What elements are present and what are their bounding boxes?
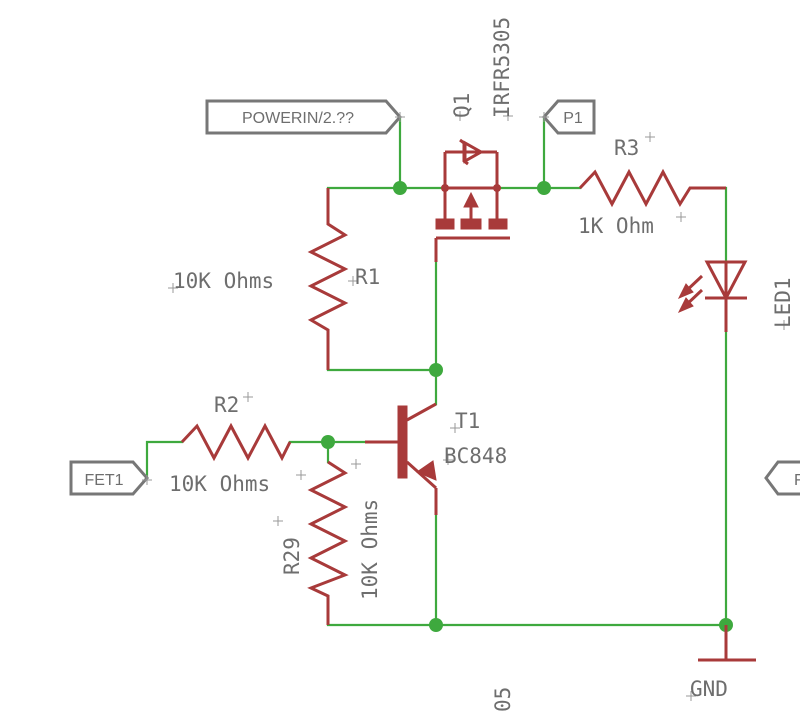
- flag-p1-label: P1: [563, 110, 583, 127]
- junction-base: [321, 435, 335, 449]
- ground-symbol: [698, 625, 756, 662]
- junction-collector: [429, 363, 443, 377]
- gnd-label: GND: [690, 677, 728, 701]
- mosfet-q1[interactable]: [434, 138, 510, 262]
- origin-markers: [142, 111, 789, 701]
- r1-name: R1: [355, 265, 380, 289]
- r3-value: 1K Ohm: [578, 214, 654, 238]
- resistor-r1[interactable]: [307, 188, 349, 370]
- r29-value: 10K Ohms: [358, 499, 382, 600]
- transistor-t1[interactable]: [365, 402, 438, 515]
- junctions: [321, 181, 733, 632]
- flag-powerin[interactable]: POWERIN/2.??: [205, 99, 402, 135]
- resistor-r29[interactable]: [307, 460, 349, 625]
- flag-powerin-label: POWERIN/2.??: [242, 110, 354, 127]
- q1-name: Q1: [450, 93, 474, 118]
- junction-powerin: [393, 181, 407, 195]
- junction-p1: [537, 181, 551, 195]
- r29-name: R29: [280, 537, 304, 575]
- labels: Q1 IRFR5305 R3 1K Ohm 10K Ohms R1 R2 10K…: [169, 17, 795, 711]
- resistor-r2[interactable]: [180, 422, 292, 462]
- r3-name: R3: [614, 136, 639, 160]
- r1-value: 10K Ohms: [173, 269, 274, 293]
- led-led1[interactable]: [677, 260, 748, 332]
- led1-name: LED1: [771, 277, 795, 328]
- flag-right-partial[interactable]: F: [764, 460, 800, 496]
- flag-fet1-label: FET1: [84, 472, 123, 489]
- resistor-r3[interactable]: [578, 168, 726, 208]
- flag-fet1[interactable]: FET1: [69, 460, 149, 496]
- t1-name: T1: [455, 409, 480, 433]
- r2-name: R2: [214, 393, 239, 417]
- wire-fet1-r2: [145, 440, 184, 478]
- r2-value: 10K Ohms: [169, 472, 270, 496]
- junction-emitter-gnd: [429, 618, 443, 632]
- flag-p1[interactable]: P1: [542, 99, 596, 135]
- partial-bottom-label: 05: [491, 687, 515, 711]
- t1-value: BC848: [444, 444, 507, 468]
- q1-value: IRFR5305: [490, 17, 514, 118]
- flag-right-partial-label: F: [794, 472, 800, 489]
